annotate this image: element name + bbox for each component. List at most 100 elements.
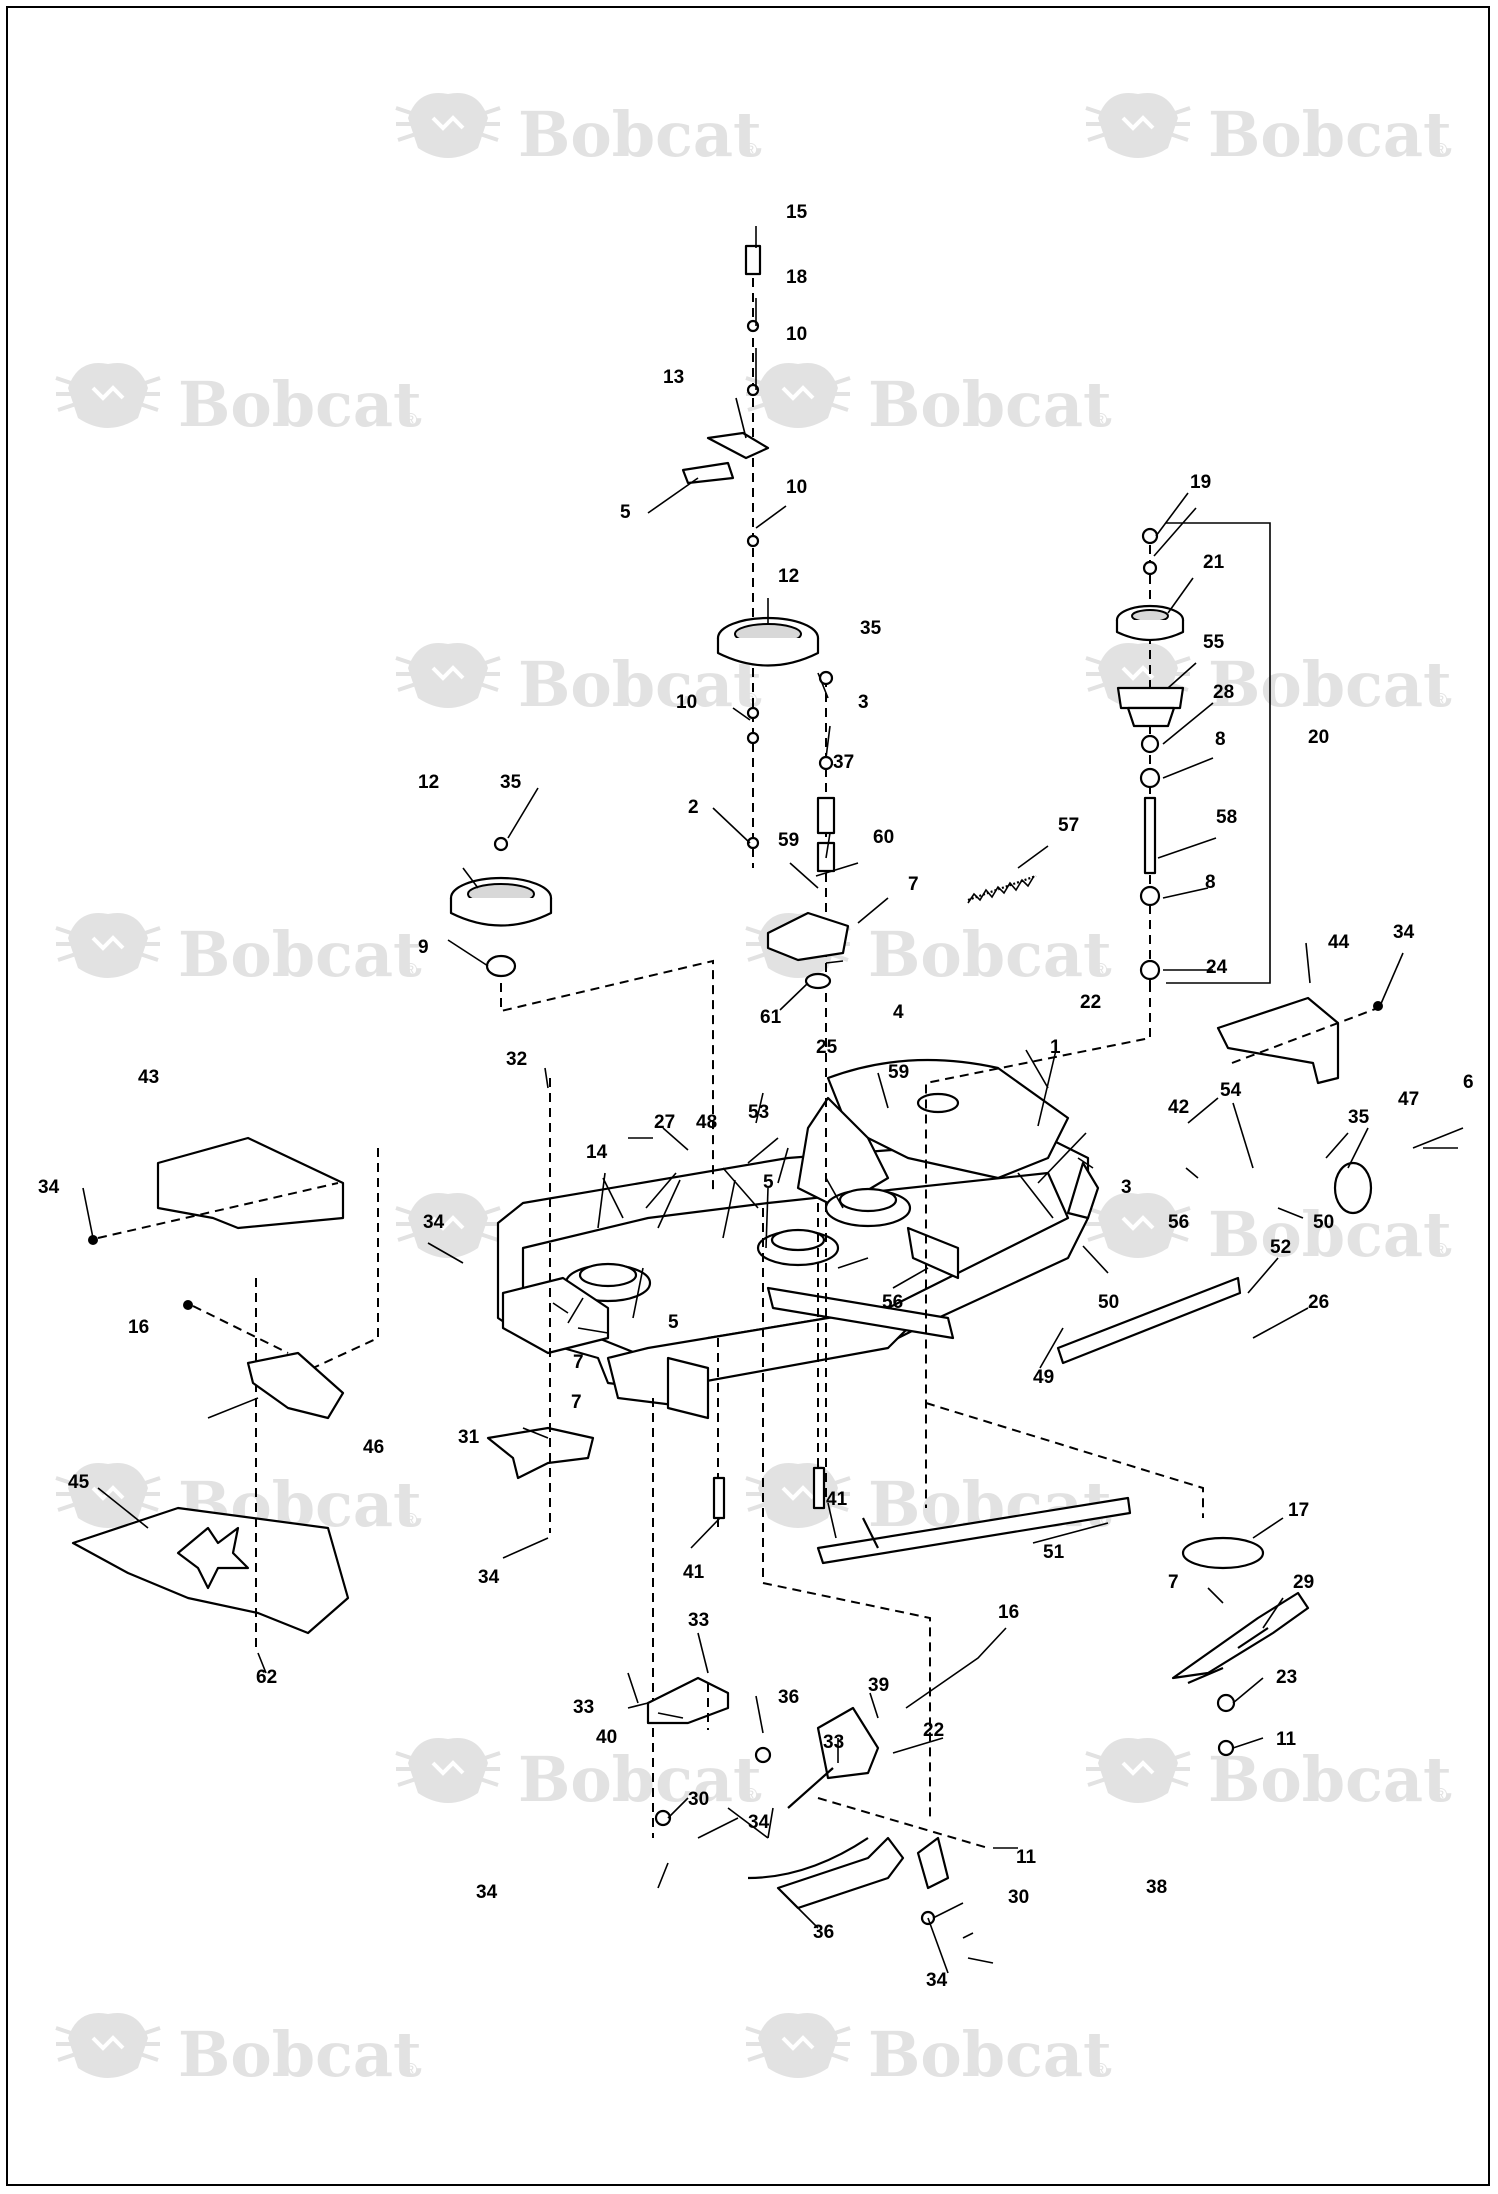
callout-29: 29 bbox=[1293, 1572, 1314, 1593]
callout-34: 34 bbox=[1393, 922, 1415, 943]
callout-32: 32 bbox=[506, 1049, 527, 1070]
watermark-registered-mark: ® bbox=[1094, 410, 1107, 430]
callout-35: 35 bbox=[860, 618, 882, 639]
callout-54: 54 bbox=[1220, 1080, 1242, 1101]
callout-1: 1 bbox=[1050, 1037, 1061, 1058]
callout-9: 9 bbox=[418, 937, 429, 958]
callout-7: 7 bbox=[573, 1352, 584, 1373]
callout-36: 36 bbox=[778, 1687, 799, 1708]
callout-13: 13 bbox=[663, 367, 684, 388]
bobcat-head-icon bbox=[394, 1736, 502, 1805]
callout-61: 61 bbox=[760, 1007, 782, 1028]
callout-22: 22 bbox=[923, 1720, 944, 1741]
callout-10: 10 bbox=[786, 324, 807, 345]
callout-14: 14 bbox=[586, 1142, 608, 1163]
callout-52: 52 bbox=[1270, 1237, 1291, 1258]
callout-45: 45 bbox=[68, 1472, 90, 1493]
bobcat-head-icon bbox=[744, 2011, 852, 2080]
watermark-text: Bobcat bbox=[178, 918, 422, 991]
watermark: Bobcat® bbox=[394, 1736, 762, 1816]
callout-3: 3 bbox=[1121, 1177, 1132, 1198]
watermark-registered-mark: ® bbox=[744, 140, 757, 160]
callout-7: 7 bbox=[908, 874, 919, 895]
diagram-canvas: Bobcat®Bobcat®Bobcat®Bobcat®Bobcat®Bobca… bbox=[38, 91, 1474, 2091]
callout-36: 36 bbox=[813, 1922, 834, 1943]
watermark-registered-mark: ® bbox=[1434, 1785, 1447, 1805]
callout-40: 40 bbox=[596, 1727, 617, 1748]
callout-46: 46 bbox=[363, 1437, 384, 1458]
callout-62: 62 bbox=[256, 1667, 277, 1688]
callout-34: 34 bbox=[38, 1177, 60, 1198]
callout-35: 35 bbox=[1348, 1107, 1370, 1128]
watermark: Bobcat® bbox=[54, 911, 422, 991]
callout-33: 33 bbox=[573, 1697, 594, 1718]
callout-15: 15 bbox=[786, 202, 808, 223]
callout-12: 12 bbox=[778, 566, 799, 587]
callout-34: 34 bbox=[926, 1970, 948, 1991]
watermark-text: Bobcat bbox=[1208, 98, 1452, 171]
watermark-registered-mark: ® bbox=[1094, 2060, 1107, 2080]
watermark-text: Bobcat bbox=[868, 2018, 1112, 2091]
callout-37: 37 bbox=[833, 752, 854, 773]
callout-10: 10 bbox=[786, 477, 807, 498]
callout-18: 18 bbox=[786, 267, 807, 288]
bobcat-head-icon bbox=[54, 911, 162, 980]
callout-56: 56 bbox=[1168, 1212, 1189, 1233]
callout-48: 48 bbox=[696, 1112, 717, 1133]
callout-26: 26 bbox=[1308, 1292, 1329, 1313]
callout-39: 39 bbox=[868, 1675, 889, 1696]
callout-57: 57 bbox=[1058, 815, 1079, 836]
watermark-registered-mark: ® bbox=[404, 2060, 417, 2080]
callout-33: 33 bbox=[688, 1610, 709, 1631]
callout-17: 17 bbox=[1288, 1500, 1309, 1521]
callout-33: 33 bbox=[823, 1732, 844, 1753]
callout-16: 16 bbox=[998, 1602, 1019, 1623]
callout-11: 11 bbox=[1016, 1847, 1037, 1868]
callout-30: 30 bbox=[1008, 1887, 1029, 1908]
callout-50: 50 bbox=[1313, 1212, 1334, 1233]
callout-55: 55 bbox=[1203, 632, 1225, 653]
callout-44: 44 bbox=[1328, 932, 1350, 953]
bobcat-head-icon bbox=[54, 2011, 162, 2080]
callout-30: 30 bbox=[688, 1789, 709, 1810]
exploded-parts-diagram: Bobcat®Bobcat®Bobcat®Bobcat®Bobcat®Bobca… bbox=[6, 6, 1490, 2186]
callout-2: 2 bbox=[688, 797, 699, 818]
callout-31: 31 bbox=[458, 1427, 480, 1448]
watermark-text: Bobcat bbox=[868, 918, 1112, 991]
callout-59: 59 bbox=[778, 830, 799, 851]
watermark: Bobcat® bbox=[54, 2011, 422, 2091]
watermark-text: Bobcat bbox=[518, 98, 762, 171]
callout-8: 8 bbox=[1215, 729, 1226, 750]
callout-10: 10 bbox=[676, 692, 697, 713]
bobcat-head-icon bbox=[1084, 91, 1192, 160]
watermark-registered-mark: ® bbox=[1094, 960, 1107, 980]
callout-34: 34 bbox=[748, 1812, 770, 1833]
callout-34: 34 bbox=[478, 1567, 500, 1588]
callout-43: 43 bbox=[138, 1067, 159, 1088]
callout-20: 20 bbox=[1308, 727, 1329, 748]
callout-16: 16 bbox=[128, 1317, 149, 1338]
watermark: Bobcat® bbox=[1084, 641, 1452, 721]
bobcat-head-icon bbox=[394, 641, 502, 710]
callout-34: 34 bbox=[423, 1212, 445, 1233]
watermark-text: Bobcat bbox=[1208, 1198, 1452, 1271]
callout-6: 6 bbox=[1463, 1072, 1474, 1093]
callout-56: 56 bbox=[882, 1292, 903, 1313]
callout-25: 25 bbox=[816, 1037, 838, 1058]
callout-11: 11 bbox=[1276, 1729, 1297, 1750]
watermark: Bobcat® bbox=[744, 361, 1112, 441]
callout-59: 59 bbox=[888, 1062, 909, 1083]
bobcat-head-icon bbox=[394, 91, 502, 160]
watermark-text: Bobcat bbox=[518, 1743, 762, 1816]
callout-60: 60 bbox=[873, 827, 894, 848]
callout-41: 41 bbox=[683, 1562, 705, 1583]
watermark: Bobcat® bbox=[1084, 1191, 1452, 1271]
callout-5: 5 bbox=[668, 1312, 679, 1333]
callout-5: 5 bbox=[620, 502, 631, 523]
callout-27: 27 bbox=[654, 1112, 675, 1133]
callout-5: 5 bbox=[763, 1172, 774, 1193]
main-deck-group bbox=[496, 1058, 1100, 1420]
bobcat-head-icon bbox=[394, 1191, 502, 1260]
watermark-registered-mark: ® bbox=[1434, 1240, 1447, 1260]
